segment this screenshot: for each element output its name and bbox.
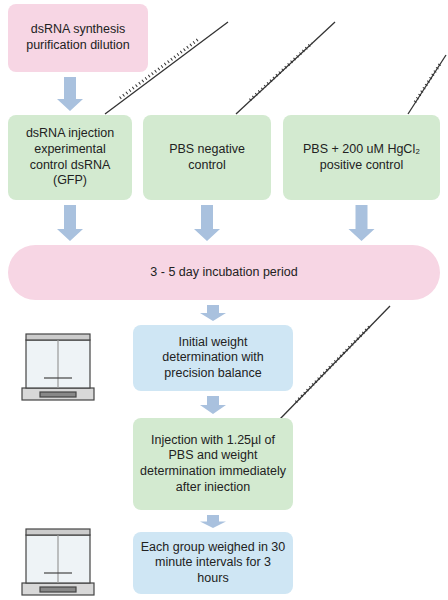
precision-balance [22, 529, 94, 595]
box-label: dsRNA injection experimental control dsR… [15, 126, 125, 189]
flow-arrow [200, 396, 226, 414]
box-label: Injection with 1.25µl of PBS and weight … [140, 433, 286, 496]
measure-box: Each group weighed in 30 minute interval… [133, 532, 293, 594]
flow-arrow [194, 205, 220, 241]
box-label: PBS + 200 uM HgCl₂ positive control [290, 142, 433, 173]
flow-arrow [57, 205, 83, 241]
group-box: dsRNA injection experimental control dsR… [8, 115, 132, 200]
measure-box: Initial weight determination with precis… [133, 325, 293, 391]
text-group: dsRNA injection experimental control dsR… [15, 126, 125, 189]
period-band: 3 - 5 day incubation period [8, 245, 440, 300]
flow-arrow [200, 515, 226, 528]
group-box: PBS negative control [143, 115, 271, 200]
syringe-needle [408, 55, 446, 114]
group-box: PBS + 200 uM HgCl₂ positive control [283, 115, 440, 200]
text-group: 3 - 5 day incubation period [150, 265, 297, 281]
syringe-needle [280, 306, 390, 419]
process-box: Injection with 1.25µl of PBS and weight … [133, 418, 293, 510]
text-group: PBS + 200 uM HgCl₂ positive control [290, 142, 433, 173]
box-label: Initial weight determination with precis… [140, 335, 286, 382]
text-group: Each group weighed in 30 minute interval… [140, 540, 286, 587]
text-group: dsRNA synthesis purification dilution [15, 22, 141, 53]
box-label: Each group weighed in 30 minute interval… [140, 540, 286, 587]
box-label: PBS negative control [150, 142, 264, 173]
flow-arrow [349, 205, 375, 241]
text-group: PBS negative control [150, 142, 264, 173]
syringe-needle [236, 22, 335, 114]
flow-arrow [57, 77, 83, 111]
flow-arrow [200, 305, 226, 321]
box-label: 3 - 5 day incubation period [150, 265, 297, 281]
box-label: dsRNA synthesis purification dilution [15, 22, 141, 53]
process-box: dsRNA synthesis purification dilution [8, 4, 148, 72]
text-group: Initial weight determination with precis… [140, 335, 286, 382]
text-group: Injection with 1.25µl of PBS and weight … [140, 433, 286, 496]
precision-balance [22, 334, 94, 400]
